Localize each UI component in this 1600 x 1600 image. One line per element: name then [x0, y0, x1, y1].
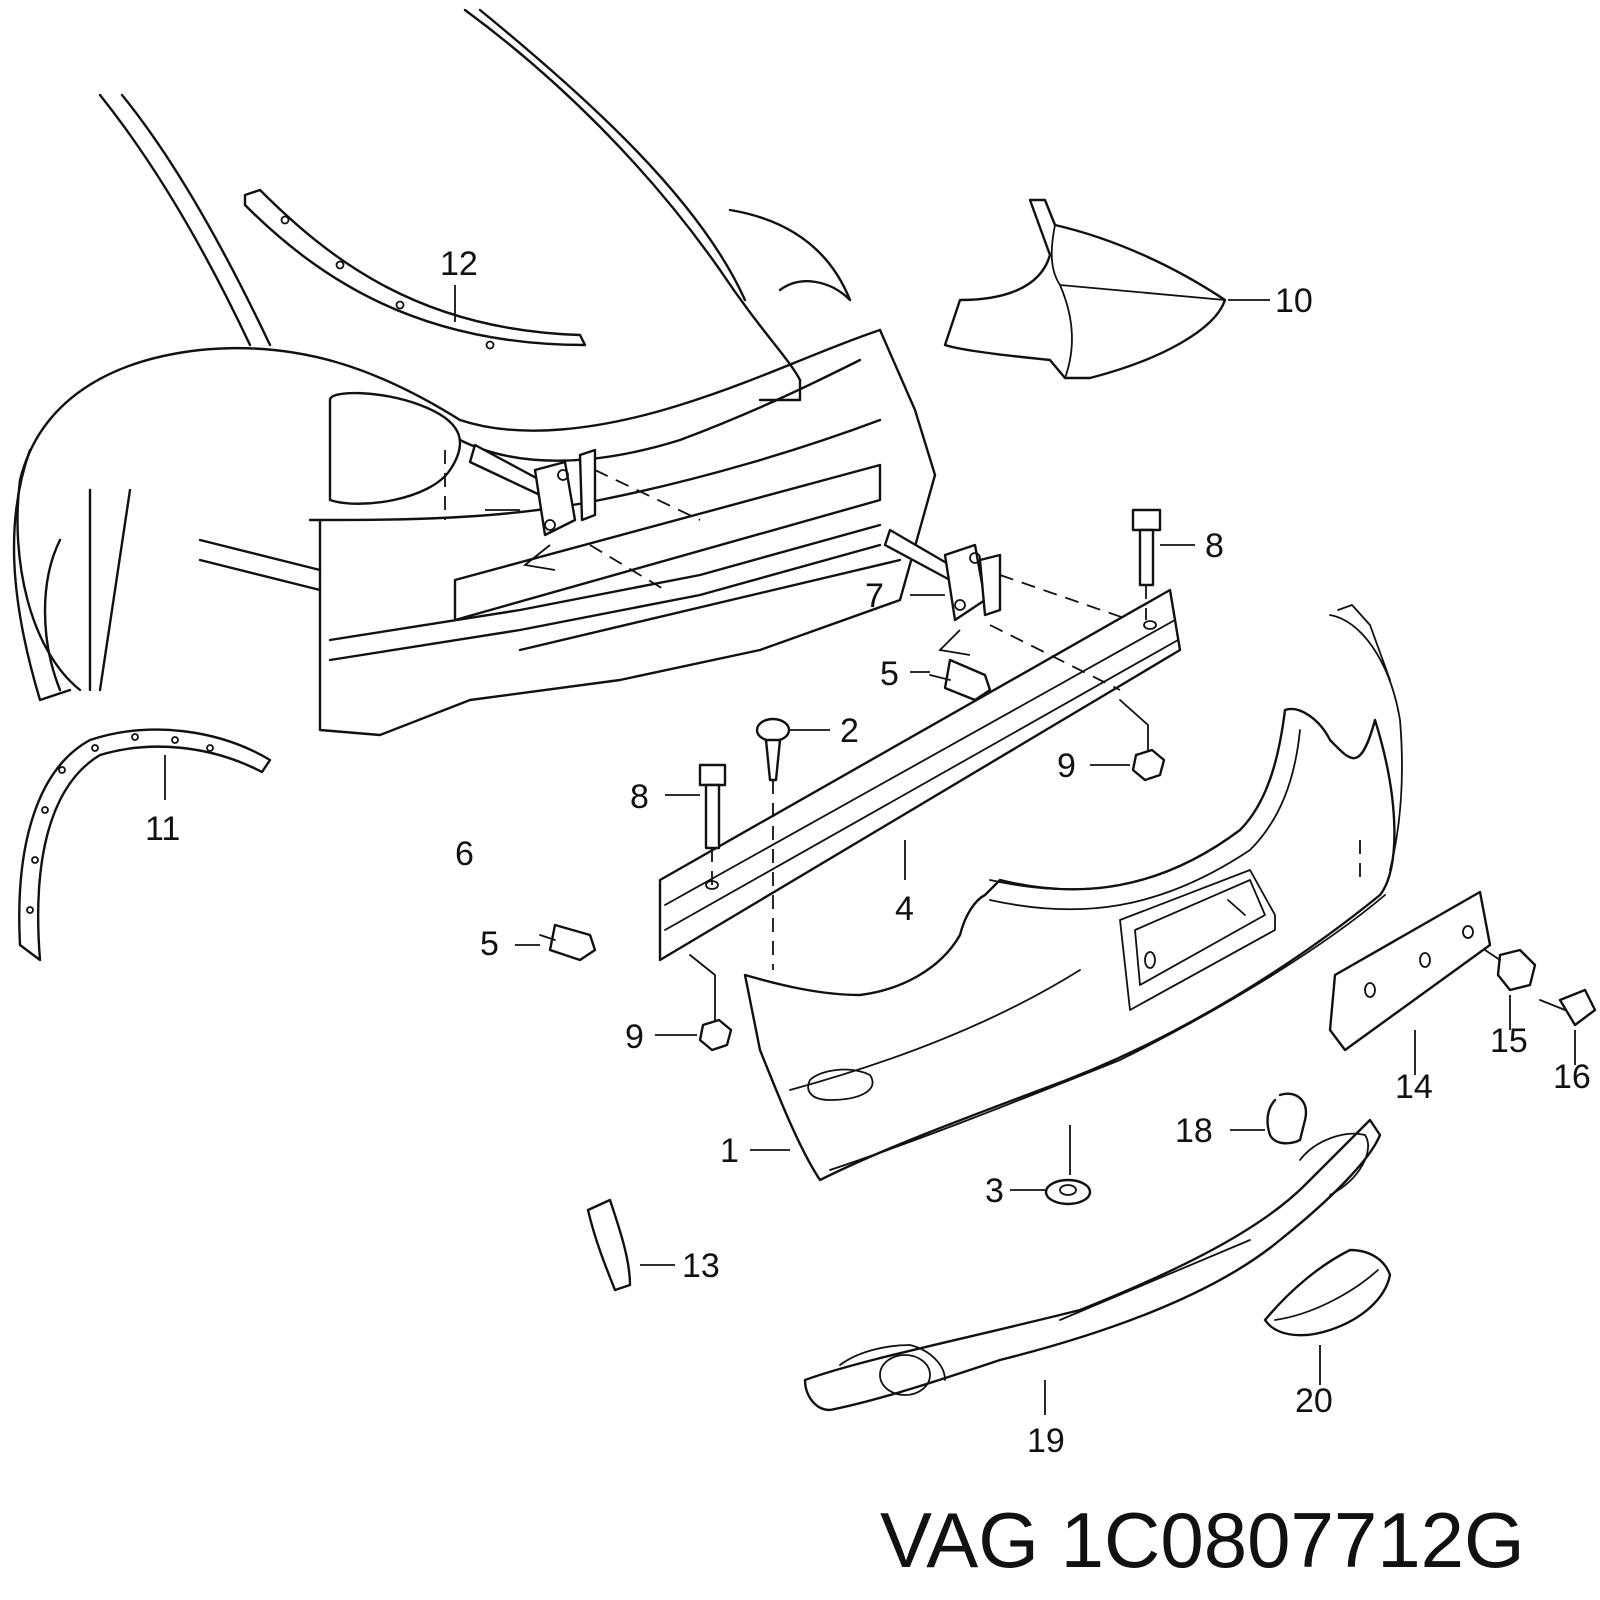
part-13-trim	[586, 1198, 675, 1292]
part-8-bolt-upper	[1131, 508, 1195, 620]
callout-8: 8	[1205, 527, 1224, 565]
callout-3: 3	[985, 1172, 1004, 1210]
callout-5: 5	[880, 655, 899, 693]
rear-body-shell	[12, 8, 937, 737]
part-11-wheel-arch-strip	[18, 728, 272, 962]
part-6-bracket	[468, 443, 701, 591]
callout-14: 14	[1395, 1068, 1433, 1106]
part-9-nut-upper	[1090, 699, 1166, 782]
part-7-bracket	[883, 528, 1131, 691]
part-16-screw	[1539, 988, 1597, 1065]
callout-13: 13	[682, 1247, 720, 1285]
part-1-bumper-cover	[743, 604, 1403, 1182]
callout-4: 4	[895, 890, 914, 928]
callout-5: 5	[480, 925, 499, 963]
callout-9: 9	[1057, 747, 1076, 785]
part-2-screw	[755, 717, 830, 970]
callout-7: 7	[865, 577, 884, 615]
callout-20: 20	[1295, 1382, 1333, 1420]
part-10-corner-cover	[943, 198, 1270, 380]
callout-labels: 12 10 8 7 5 2 11 8 9 6 4 5 9 15 14 16 18…	[145, 245, 1591, 1460]
callout-12: 12	[440, 245, 478, 283]
part-3-clip	[1010, 1178, 1092, 1206]
part-20-cover	[1263, 1248, 1392, 1385]
part-number-label: VAG 1C0807712G	[880, 1496, 1525, 1584]
callout-16: 16	[1553, 1058, 1591, 1096]
part-5-bolt-lower	[515, 923, 597, 962]
callout-15: 15	[1490, 1022, 1528, 1060]
part-9-nut-lower	[655, 954, 733, 1052]
part-8-bolt-lower	[665, 763, 727, 885]
part-19-lower-trim	[803, 1118, 1382, 1415]
callout-2: 2	[840, 712, 859, 750]
part-15-expansion-nut	[1484, 948, 1537, 1030]
part-12-seal-strip	[243, 188, 587, 350]
part-14-plate-holder	[1328, 890, 1492, 1075]
part-5-bolt-upper	[910, 658, 992, 702]
callout-11: 11	[145, 810, 180, 848]
callout-9: 9	[625, 1018, 644, 1056]
part-18-retaining-clip	[1230, 1092, 1308, 1145]
part-4-bumper-carrier	[658, 588, 1182, 962]
callout-18: 18	[1175, 1112, 1213, 1150]
callout-19: 19	[1027, 1422, 1065, 1460]
callout-8: 8	[630, 778, 649, 816]
callout-1: 1	[720, 1132, 739, 1170]
callout-6: 6	[455, 835, 474, 873]
callout-10: 10	[1275, 282, 1313, 320]
